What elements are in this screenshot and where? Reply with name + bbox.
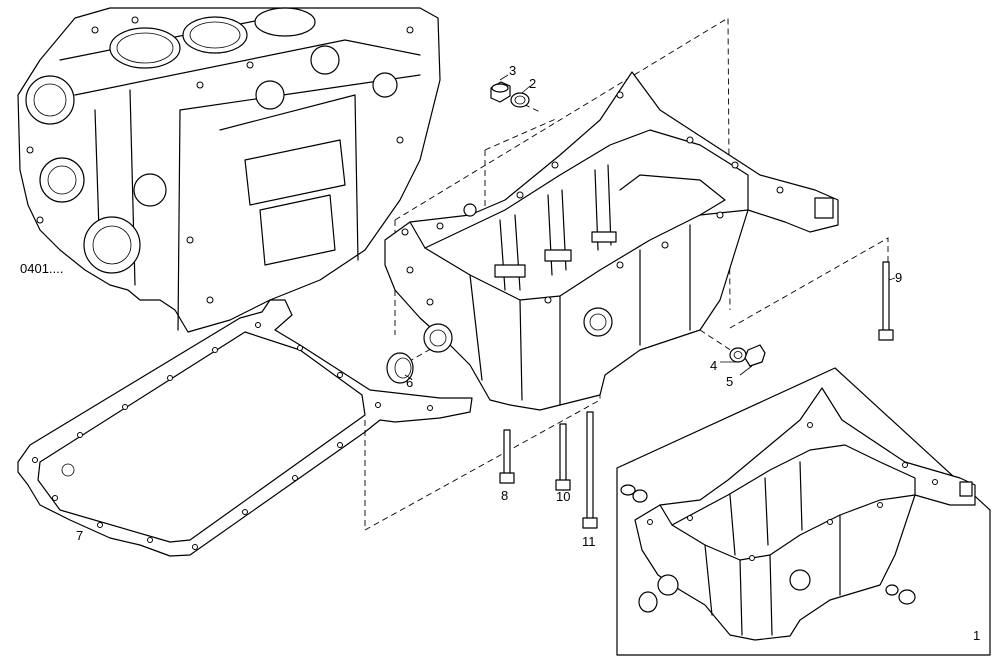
part-2-seal-ring [510,92,530,108]
oil-pan-gasket [17,299,473,557]
callout-1: 1 [973,628,980,643]
inset-oil-pan [634,387,976,641]
leader-lines [404,74,896,379]
callout-10: 10 [556,489,570,504]
part-5-plug [744,344,766,367]
part-3-plug [490,81,511,103]
callout-labels: 3 2 6 4 5 9 8 10 11 7 1 0401.... [20,63,980,643]
callout-5: 5 [726,374,733,389]
part-9-bolt [878,261,894,341]
gasket-bolt-holes [32,322,433,550]
engine-block [17,7,441,333]
callout-9: 9 [895,270,902,285]
callout-4: 4 [710,358,717,373]
inset-small-parts [620,484,916,613]
callout-8: 8 [501,488,508,503]
callout-7: 7 [76,528,83,543]
callout-6: 6 [406,375,413,390]
reference-code: 0401.... [20,261,63,276]
oil-pan-bolt-holes [401,91,784,306]
callout-11: 11 [582,534,596,549]
part-8-bolt [499,429,515,484]
oil-pan-main [384,71,839,411]
callout-2: 2 [529,76,536,91]
callout-3: 3 [509,63,516,78]
part-11-bolt [582,411,598,529]
part-4-seal-ring [729,347,747,363]
part-10-bolt [555,423,571,491]
assembly-inset [616,367,991,656]
